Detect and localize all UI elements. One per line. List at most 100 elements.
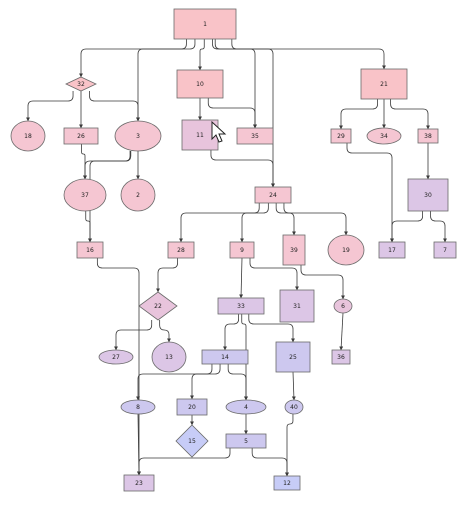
node-11-label: 11	[196, 132, 204, 139]
node-25[interactable]: 25	[275, 341, 311, 373]
node-5[interactable]: 5	[225, 433, 267, 449]
node-12-label: 12	[283, 480, 291, 487]
edge-layer	[26, 39, 447, 477]
node-8[interactable]: 8	[120, 399, 156, 415]
node-27-shape	[98, 349, 134, 365]
node-34[interactable]: 34	[366, 127, 402, 145]
node-1-shape	[173, 8, 237, 40]
node-5-label: 5	[244, 438, 248, 445]
edge-29-to-17	[346, 143, 394, 243]
node-3[interactable]: 3	[114, 120, 162, 152]
node-31-label: 31	[293, 303, 301, 310]
node-17-label: 17	[388, 247, 396, 254]
node-2[interactable]: 2	[120, 178, 156, 212]
node-34-shape	[366, 127, 402, 145]
edge-5-to-23	[137, 448, 231, 476]
node-6[interactable]: 6	[333, 298, 353, 314]
node-28[interactable]: 28	[167, 241, 195, 259]
node-26-label: 26	[77, 133, 85, 140]
node-1[interactable]: 1	[173, 8, 237, 40]
node-15[interactable]: 15	[175, 424, 209, 458]
node-7-label: 7	[443, 247, 447, 254]
edge-1-to-24	[214, 39, 275, 188]
node-25-shape	[275, 341, 311, 373]
edge-26-to-37	[81, 144, 87, 180]
node-21[interactable]: 21	[360, 68, 408, 100]
edge-1-to-10	[198, 39, 205, 71]
edge-22-to-13	[159, 320, 171, 343]
node-4-shape	[225, 399, 267, 415]
node-40-shape	[284, 399, 304, 415]
node-30[interactable]: 30	[407, 178, 449, 212]
edge-6-to-36	[339, 312, 344, 351]
node-17[interactable]: 17	[378, 241, 406, 259]
node-39[interactable]: 39	[282, 234, 306, 266]
edge-21-to-38	[390, 99, 430, 130]
node-5-shape	[225, 433, 267, 449]
edge-33-to-4	[241, 314, 248, 401]
node-20-label: 20	[188, 404, 196, 411]
edge-37-to-16	[85, 211, 92, 243]
node-10[interactable]: 10	[176, 69, 224, 99]
node-36[interactable]: 36	[331, 349, 351, 365]
node-18-shape	[10, 120, 46, 152]
node-14-label: 14	[221, 354, 229, 361]
node-26[interactable]: 26	[63, 127, 99, 145]
node-13-label: 13	[165, 354, 173, 361]
node-10-shape	[176, 69, 224, 99]
node-13[interactable]: 13	[151, 341, 187, 373]
node-8-shape	[120, 399, 156, 415]
node-18[interactable]: 18	[10, 120, 46, 152]
node-13-shape	[151, 341, 187, 373]
edge-14-to-4	[227, 364, 248, 401]
node-29-label: 29	[337, 133, 345, 140]
node-16[interactable]: 16	[76, 241, 104, 259]
edge-10-to-35	[207, 98, 257, 129]
node-35-shape	[236, 127, 274, 145]
edge-9-to-33	[239, 257, 244, 299]
edge-30-to-17	[390, 211, 423, 243]
edge-40-to-12	[285, 414, 294, 477]
node-31[interactable]: 31	[279, 289, 315, 323]
node-4[interactable]: 4	[225, 399, 267, 415]
node-9[interactable]: 9	[229, 241, 255, 259]
edge-39-to-6	[300, 265, 345, 300]
node-40-label: 40	[290, 404, 298, 411]
node-40[interactable]: 40	[284, 399, 304, 415]
node-30-label: 30	[424, 192, 432, 199]
node-22-label: 22	[154, 303, 162, 310]
node-15-label: 15	[188, 438, 196, 445]
node-27[interactable]: 27	[98, 349, 134, 365]
edge-11-to-24	[210, 150, 275, 188]
edge-16-to-23	[96, 258, 141, 476]
node-35[interactable]: 35	[236, 127, 274, 145]
edge-25-to-40	[291, 371, 296, 401]
node-22[interactable]: 22	[138, 291, 178, 321]
node-6-shape	[333, 298, 353, 314]
node-23[interactable]: 23	[123, 474, 155, 492]
node-21-label: 21	[380, 81, 388, 88]
node-12[interactable]: 12	[273, 475, 301, 491]
node-33-shape	[217, 297, 265, 315]
node-20-shape	[176, 398, 208, 416]
edge-24-to-28	[179, 203, 260, 243]
node-7[interactable]: 7	[433, 241, 457, 259]
node-14[interactable]: 14	[201, 349, 249, 365]
node-20[interactable]: 20	[176, 398, 208, 416]
node-32[interactable]: 32	[65, 76, 97, 92]
node-24[interactable]: 24	[254, 186, 292, 204]
node-24-label: 24	[269, 192, 277, 199]
node-1-label: 1	[203, 21, 207, 28]
node-3-label: 3	[136, 133, 140, 140]
node-33[interactable]: 33	[217, 297, 265, 315]
node-37[interactable]: 37	[63, 178, 107, 212]
node-38[interactable]: 38	[417, 128, 439, 144]
edge-24-to-39	[275, 203, 296, 236]
node-29[interactable]: 29	[330, 128, 352, 144]
edge-32-to-18	[26, 91, 74, 122]
node-18-label: 18	[24, 133, 32, 140]
node-19[interactable]: 19	[327, 234, 365, 266]
node-3-shape	[114, 120, 162, 152]
